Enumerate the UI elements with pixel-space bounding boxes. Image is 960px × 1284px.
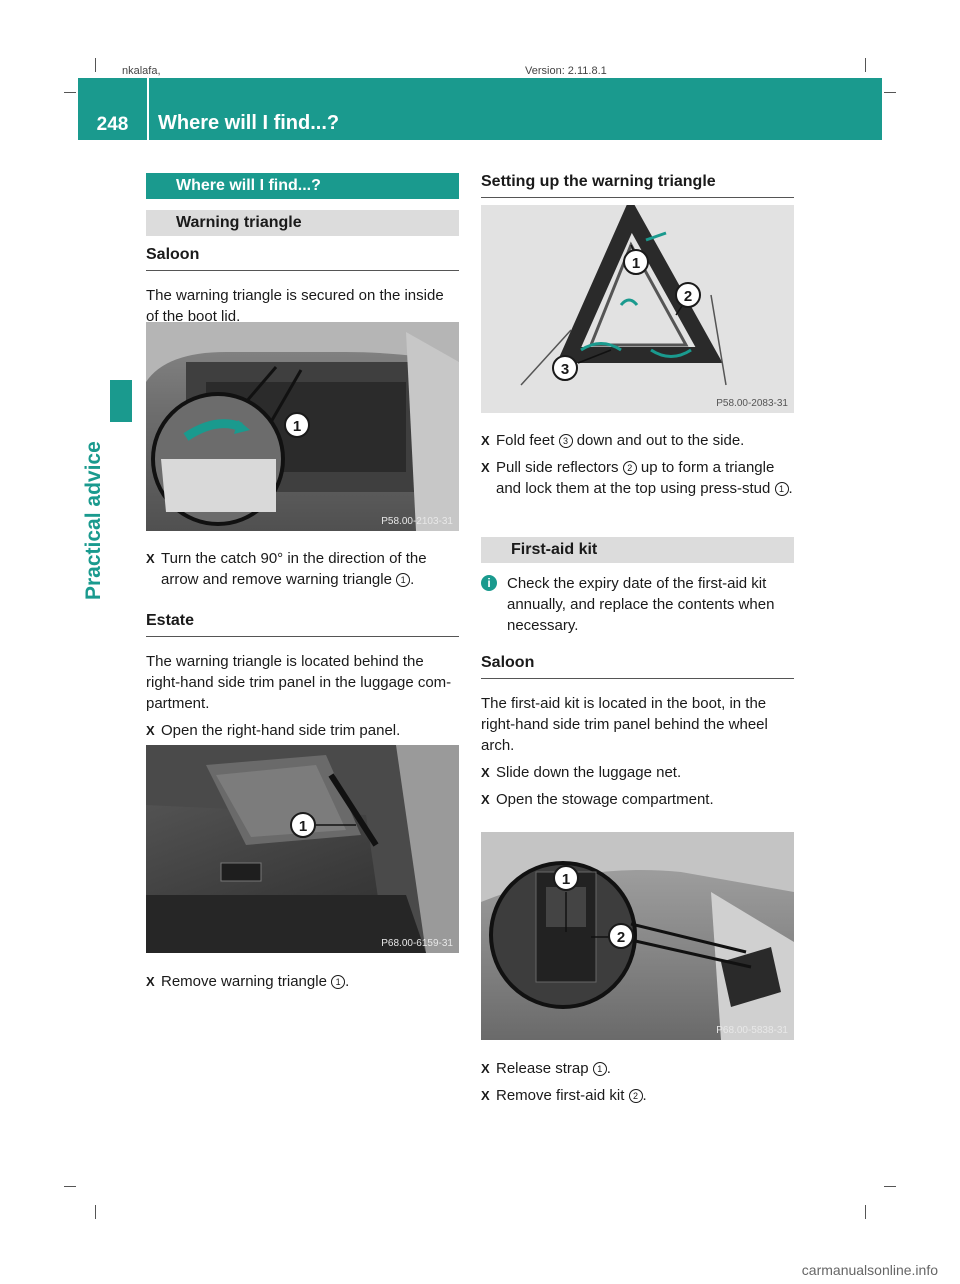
info-note: i Check the expiry date of the first-aid… <box>481 573 794 636</box>
step-slide-net: X Slide down the luggage net. <box>481 764 682 781</box>
first-aid-illustration: 1 2 <box>481 832 794 1040</box>
step-pull-reflectors: X Pull side reflectors 2 up to form a tr… <box>481 459 793 497</box>
trim-panel-illustration: 1 <box>146 745 459 953</box>
info-icon: i <box>481 575 497 591</box>
section-bar: Where will I find...? <box>146 173 459 199</box>
photo2-code: P68.00-6159-31 <box>381 938 453 949</box>
callout-ref: 1 <box>396 573 411 587</box>
header-title: Where will I find...? <box>158 112 340 134</box>
side-tab <box>110 380 132 422</box>
estate-heading: Estate <box>146 612 459 637</box>
trim-panel-photo: 1 P68.00-6159-31 <box>146 745 459 953</box>
subsection-bar: Warning triangle <box>146 210 459 236</box>
right-column-mid: X Fold feet 3 down and out to the side. … <box>481 430 794 810</box>
page-header: 248 Where will I find...? <box>78 78 882 140</box>
left-column-mid: X Turn the catch 90° in the direction of… <box>146 548 459 741</box>
saloon-heading-right: Saloon <box>481 654 794 679</box>
watermark[interactable]: carmanualsonline.info <box>801 1262 938 1278</box>
left-column-bottom: X Remove warning triangle 1. <box>146 971 459 992</box>
step-remove-triangle: X Remove warning triangle 1. <box>146 973 350 990</box>
crop-mark <box>884 1186 896 1187</box>
header-divider <box>147 78 149 140</box>
step-arrow-icon: X <box>481 433 490 448</box>
photo1-callout-1: 1 <box>293 418 301 435</box>
step-arrow-icon: X <box>481 765 490 780</box>
callout-ref: 1 <box>774 482 789 496</box>
callout-ref: 1 <box>331 975 346 989</box>
step-arrow-icon: X <box>146 723 155 738</box>
saloon-heading: Saloon <box>146 246 459 271</box>
step-turn-catch: X Turn the catch 90° in the direction of… <box>146 550 427 588</box>
boot-lid-photo: 1 P58.00-2103-31 <box>146 322 459 531</box>
first-aid-location-text: The first-aid kit is located in the boot… <box>481 695 768 754</box>
photo3-code: P58.00-2083-31 <box>716 398 788 409</box>
left-column: Where will I find...? Warning triangle S… <box>146 173 459 327</box>
print-info-right: Version: 2.11.8.1 <box>525 65 607 77</box>
first-aid-photo: 1 2 P68.00-5838-31 <box>481 832 794 1040</box>
callout-ref: 2 <box>622 461 637 475</box>
photo2-callout-1: 1 <box>299 818 307 835</box>
step-arrow-icon: X <box>481 1088 490 1103</box>
crop-mark <box>95 1205 96 1219</box>
side-label: Practical advice <box>82 441 105 600</box>
warning-triangle-photo: 1 2 3 P58.00-2083-31 <box>481 205 794 413</box>
step-open-stowage: X Open the stowage compartment. <box>481 791 714 808</box>
callout-ref: 2 <box>628 1089 643 1103</box>
warning-triangle-illustration: 1 2 3 <box>520 205 727 386</box>
photo4-callout-2: 2 <box>617 929 625 946</box>
estate-text: The warning triangle is located behind t… <box>146 653 452 712</box>
photo3-callout-1: 1 <box>632 255 640 272</box>
step-remove-kit: X Remove first-aid kit 2. <box>481 1087 647 1104</box>
saloon-text: The warning triangle is secured on the i… <box>146 287 444 325</box>
step-fold-feet: X Fold feet 3 down and out to the side. <box>481 432 745 449</box>
step-arrow-icon: X <box>146 974 155 989</box>
photo1-code: P58.00-2103-31 <box>381 516 453 527</box>
crop-mark <box>64 1186 76 1187</box>
crop-mark <box>64 92 76 93</box>
photo3-callout-2: 2 <box>684 288 692 305</box>
page-number: 248 <box>96 114 129 135</box>
setup-heading: Setting up the warning triangle <box>481 173 794 198</box>
step-open-trim-panel: X Open the right-hand side trim panel. <box>146 722 401 739</box>
step-arrow-icon: X <box>481 1061 490 1076</box>
crop-mark <box>865 58 866 72</box>
first-aid-bar: First-aid kit <box>481 537 794 563</box>
callout-ref: 1 <box>592 1062 607 1076</box>
crop-mark <box>95 58 96 72</box>
step-release-strap: X Release strap 1. <box>481 1060 611 1077</box>
photo4-callout-1: 1 <box>562 871 570 888</box>
callout-ref: 3 <box>558 434 573 448</box>
boot-lid-illustration: 1 <box>146 322 459 531</box>
photo4-code: P68.00-5838-31 <box>716 1025 788 1036</box>
crop-mark <box>865 1205 866 1219</box>
step-arrow-icon: X <box>481 792 490 807</box>
step-arrow-icon: X <box>481 460 490 475</box>
right-column-top: Setting up the warning triangle <box>481 173 794 198</box>
print-info-left: nkalafa, <box>122 65 161 77</box>
step-arrow-icon: X <box>146 551 155 566</box>
crop-mark <box>884 92 896 93</box>
right-column-bottom: X Release strap 1. X Remove first-aid ki… <box>481 1058 794 1106</box>
photo3-callout-3: 3 <box>561 361 569 378</box>
